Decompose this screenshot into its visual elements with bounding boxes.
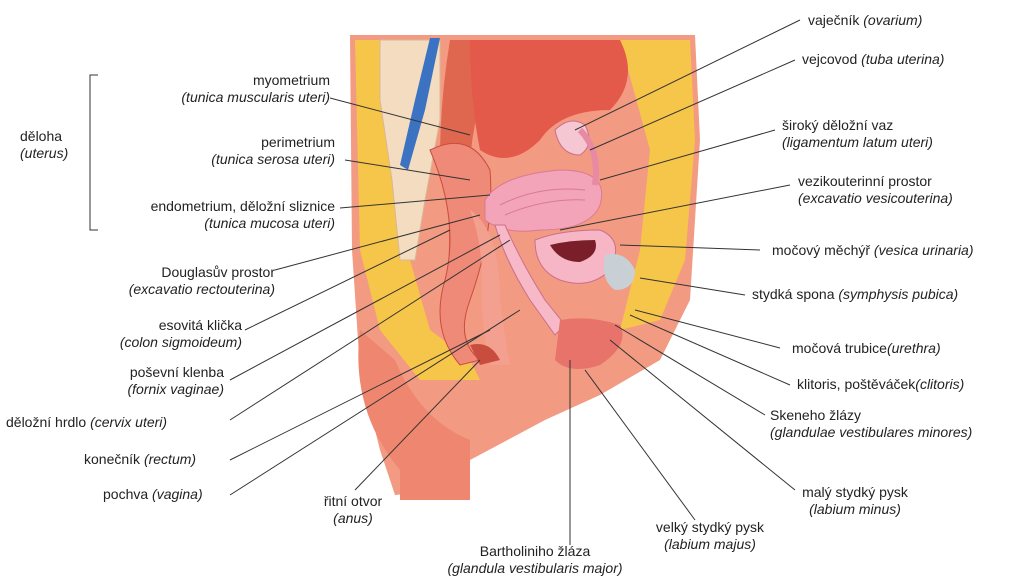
- label-bartholin: Bartholiniho žláza(glandula vestibularis…: [420, 543, 650, 577]
- label-endometrium: endometrium, děložní sliznice(tunica muc…: [151, 198, 335, 232]
- label-deloha: děloha(uterus): [20, 128, 68, 162]
- label-klitoris: klitoris, poštěváček(clitoris): [797, 376, 964, 393]
- label-vezikouterinni: vezikouterinní prostor(excavatio vesicou…: [798, 173, 953, 207]
- label-spona: stydká spona (symphysis pubica): [752, 286, 958, 303]
- label-posevni: poševní klenba(fornix vaginae): [128, 364, 225, 398]
- label-trubice: močová trubice(urethra): [792, 340, 941, 357]
- label-maly: malý stydký pysk(labium minus): [785, 484, 925, 518]
- label-velky: velký stydký pysk(labium majus): [640, 519, 780, 553]
- uterus-bracket: [90, 75, 98, 230]
- label-myometrium: myometrium(tunica muscularis uteri): [181, 72, 330, 106]
- label-vejcovod: vejcovod (tuba uterina): [802, 51, 944, 68]
- label-skene: Skeneho žlázy(glandulae vestibulares min…: [770, 407, 972, 441]
- label-perimetrium: perimetrium(tunica serosa uteri): [211, 134, 335, 168]
- label-ritni: řitní otvor(anus): [305, 493, 401, 527]
- label-mechyr: močový měchýř (vesica urinaria): [772, 242, 974, 259]
- label-esovita: esovitá klička(colon sigmoideum): [120, 317, 242, 351]
- label-vajecnik: vaječník (ovarium): [808, 12, 922, 29]
- label-konecnik: konečník (rectum): [84, 451, 196, 468]
- label-douglas: Douglasův prostor(excavatio rectouterina…: [129, 264, 275, 298]
- label-vaz: široký děložní vaz(ligamentum latum uter…: [782, 117, 933, 151]
- label-hrdlo: děložní hrdlo (cervix uteri): [6, 414, 167, 431]
- label-pochva: pochva (vagina): [103, 486, 203, 503]
